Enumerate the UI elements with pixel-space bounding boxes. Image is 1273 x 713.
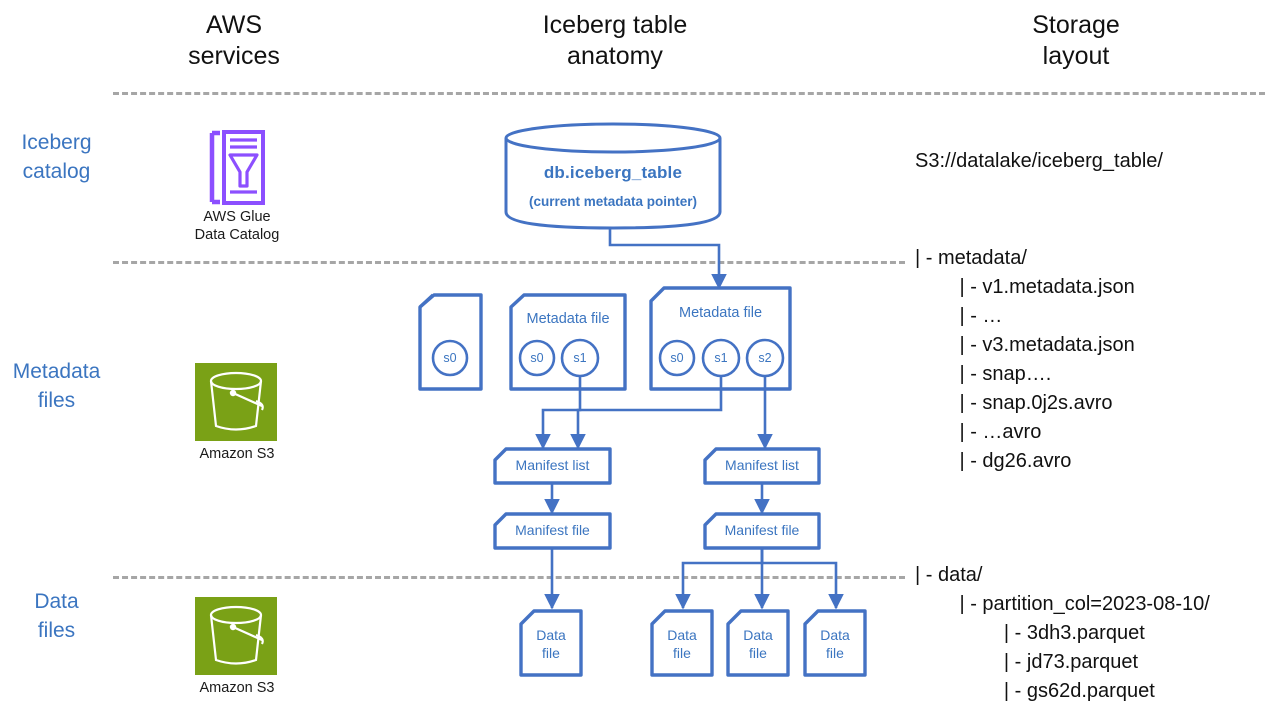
storage-data-line-3: | - jd73.parquet (915, 651, 1139, 673)
data-file-4-label: Data file (805, 626, 865, 662)
storage-metadata-line-4: | - snap…. (915, 363, 1052, 385)
storage-data-line-1: | - partition_col=2023-08-10/ (915, 593, 1210, 615)
storage-data-line-2: | - 3dh3.parquet (915, 622, 1145, 644)
separator-catalog-metadata (113, 261, 905, 264)
amazon-s3-icon-metadata (195, 363, 277, 441)
storage-data-line-0: | - data/ (915, 564, 983, 586)
service-caption-amazon-s3-data-text: Amazon S3 (199, 680, 275, 696)
connector-manifest-file-2-to-data-file-2 (675, 548, 764, 610)
column-header-storage: Storage layout (976, 10, 1176, 72)
snapshot-badge-box2-s1: s1 (573, 351, 587, 365)
storage-metadata-line-6: | - …avro (915, 421, 1042, 443)
connector-manifest-file-2-to-data-file-4 (760, 548, 844, 610)
snapshot-badge-box1-s0: s0 (443, 351, 457, 365)
metadata-file-3-title: Metadata file (678, 305, 763, 321)
manifest-list-1-label: Manifest list (515, 457, 590, 473)
database-pointer-note: (current metadata pointer) (528, 194, 698, 209)
row-label-metadata-files-line1: Metadata (12, 360, 101, 383)
row-label-data-files-line1: Data (34, 590, 79, 613)
data-file-box-1 (519, 609, 583, 677)
service-caption-aws-glue-line1: AWS Glue (203, 209, 271, 225)
data-file-box-4 (803, 609, 867, 677)
connector-cylinder-to-metadata-file-3 (608, 228, 727, 290)
column-header-anatomy: Iceberg table anatomy (490, 10, 740, 72)
column-header-aws-services-line2: services (188, 42, 280, 70)
service-caption-amazon-s3-metadata-text: Amazon S3 (199, 446, 275, 462)
metadata-file-box-2 (509, 293, 627, 391)
connector-s1-box2-to-manifest-list-1 (535, 376, 582, 450)
metadata-file-2-title: Metadata file (526, 311, 610, 327)
snapshot-badge-box3-s2: s2 (758, 351, 772, 365)
connector-s1-box3-to-manifest-list-1 (570, 376, 723, 450)
service-caption-aws-glue-line2: Data Catalog (194, 227, 280, 243)
column-header-storage-line2: layout (1042, 42, 1110, 70)
row-label-iceberg-catalog-line1: Iceberg (21, 131, 92, 154)
data-file-2-label-line1: Data (667, 627, 697, 643)
row-label-iceberg-catalog-line2: catalog (22, 160, 91, 183)
data-file-1-label: Data file (521, 626, 581, 662)
storage-root-path: S3://datalake/iceberg_table/ (915, 150, 1163, 172)
snapshot-badge-box3-s0: s0 (670, 351, 684, 365)
column-header-anatomy-line1: Iceberg table (542, 11, 688, 39)
data-file-1-label-line2: file (542, 645, 560, 661)
data-file-box-2 (650, 609, 714, 677)
storage-metadata-line-3: | - v3.metadata.json (915, 334, 1135, 356)
data-file-4-label-line2: file (826, 645, 844, 661)
manifest-list-2-label: Manifest list (725, 457, 799, 473)
metadata-file-box-1 (418, 293, 483, 391)
separator-top (113, 92, 1265, 95)
row-label-metadata-files: Metadata files (0, 357, 113, 415)
data-file-2-label-line2: file (673, 645, 691, 661)
storage-metadata-line-1: | - v1.metadata.json (915, 276, 1135, 298)
data-file-3-label: Data file (728, 626, 788, 662)
database-table-name: db.iceberg_table (543, 163, 683, 182)
row-label-data-files-line2: files (37, 619, 76, 642)
data-file-1-label-line1: Data (536, 627, 566, 643)
data-file-box-3 (726, 609, 790, 677)
snapshot-badge-box2-s0: s0 (530, 351, 544, 365)
data-file-3-label-line1: Data (743, 627, 773, 643)
service-caption-aws-glue: AWS Glue Data Catalog (152, 208, 322, 244)
service-caption-amazon-s3-data: Amazon S3 (152, 679, 322, 697)
data-file-4-label-line1: Data (820, 627, 850, 643)
separator-metadata-data (113, 576, 905, 579)
column-header-aws-services-line1: AWS (205, 11, 263, 39)
storage-data-line-4: | - gs62d.parquet (915, 680, 1155, 702)
column-header-storage-line1: Storage (1032, 11, 1120, 39)
aws-glue-icon (209, 130, 265, 205)
storage-metadata-line-7: | - dg26.avro (915, 450, 1072, 472)
snapshot-badge-box3-s1: s1 (714, 351, 728, 365)
row-label-iceberg-catalog: Iceberg catalog (0, 128, 113, 186)
amazon-s3-icon-data (195, 597, 277, 675)
data-file-2-label: Data file (652, 626, 712, 662)
column-header-anatomy-line2: anatomy (567, 42, 663, 70)
row-label-data-files: Data files (0, 587, 113, 645)
storage-metadata-line-0: | - metadata/ (915, 247, 1027, 269)
manifest-file-1-label: Manifest file (515, 522, 590, 538)
storage-metadata-line-5: | - snap.0j2s.avro (915, 392, 1113, 414)
storage-metadata-line-2: | - … (915, 305, 1003, 327)
database-cylinder-shape (504, 122, 722, 230)
data-file-3-label-line2: file (749, 645, 767, 661)
metadata-file-box-3 (649, 286, 792, 391)
row-label-metadata-files-line2: files (37, 389, 76, 412)
service-caption-amazon-s3-metadata: Amazon S3 (152, 445, 322, 463)
column-header-aws-services: AWS services (134, 10, 334, 72)
manifest-file-2-label: Manifest file (724, 522, 800, 538)
